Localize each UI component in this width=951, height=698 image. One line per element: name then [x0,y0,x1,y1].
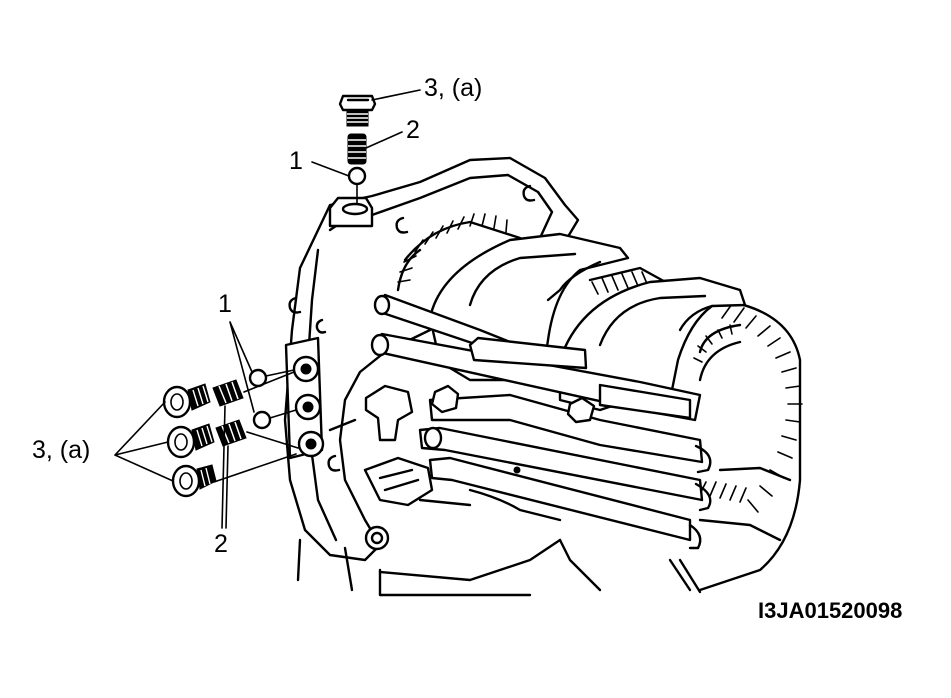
plug-bolt-icon [162,383,211,419]
callout-top-spring: 2 [406,116,420,144]
callout-side-springs: 2 [214,530,228,558]
plug-bolt-icon [166,423,215,459]
ball-icon [347,166,367,186]
callout-side-balls: 1 [218,290,232,318]
spring-icon [347,133,367,165]
plug-bolt-icon [338,94,377,127]
callout-top-ball: 1 [289,147,303,175]
side-springs [212,371,299,529]
callout-top-bolt: 3, (a) [424,74,483,102]
spring-icon [212,379,244,407]
spring-icon [215,419,247,447]
gear-set [396,213,803,594]
internal-linkage [328,384,596,522]
figure-id: I3JA01520098 [758,598,903,623]
callout-side-bolts: 3, (a) [32,436,91,464]
side-bolts [114,383,297,498]
shift-rails [370,293,712,550]
ball-icon [252,410,272,430]
plug-bolt-icon [171,464,217,498]
top-detent-assembly [311,89,421,204]
detent-ports [284,336,325,460]
